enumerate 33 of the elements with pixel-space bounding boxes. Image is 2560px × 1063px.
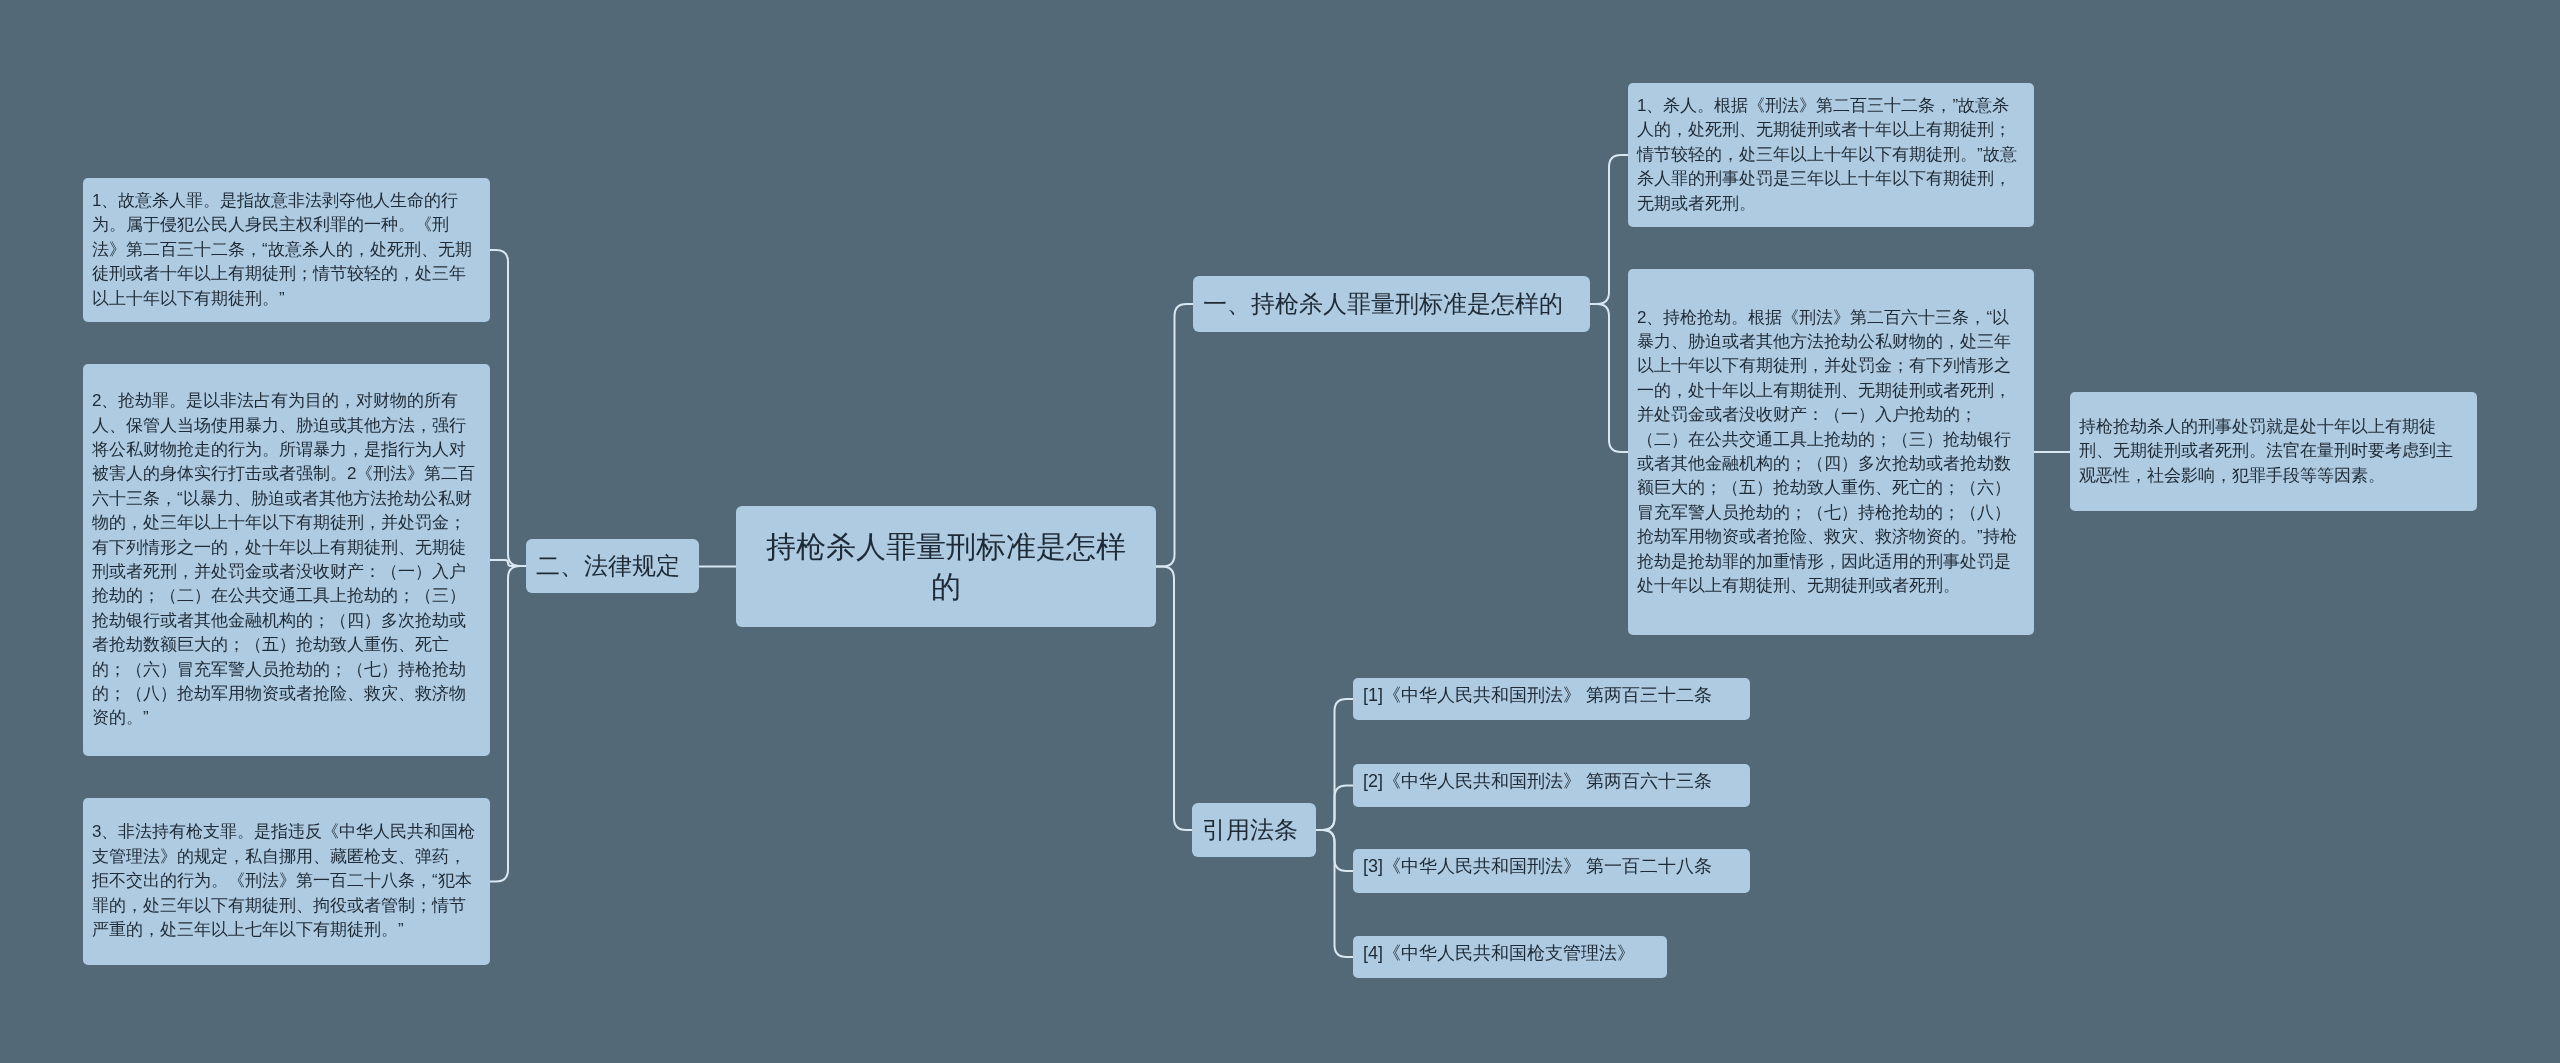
- topic-text: [4]《中华人民共和国枪支管理法》: [1363, 942, 1636, 965]
- citation-topic: [1353, 678, 1750, 720]
- branch-topic: [1192, 803, 1316, 857]
- topic-text: 1、故意杀人罪。是指故意非法剥夺他人生命的行为。属于侵犯公民人身民主权利罪的一种。《刑法》第二百三十二条，“故意杀人的，处死刑、无期徒刑或者十年以上有期徒刑；情节较轻的，处三年以上十年以下有期徒刑。”: [92, 190, 473, 310]
- topic-text: 2、持枪抢劫。根据《刑法》第二百六十三条，“以暴力、胁迫或者其他方法抢劫公私财物的，处三年以上十年以下有期徒刑，并处罚金；有下列情形之一的，处十年以上有期徒刑、无期徒刑或者死刑，并处罚金或者没收财产：（一）入户抢劫的；（二）在公共交通工具上抢劫的；（三）抢劫银行或者其他金融机构的；（四）多次抢劫或者抢劫数额巨大的；（五）抢劫致人重伤、死亡的；（六）冒充军警人员抢劫的；（七）持枪抢劫的；（八）抢劫军用物资或者抢险、救灾、救济物资的。”持枪抢劫是抢劫罪的加重情形，因此适用的刑事处罚是处十年以上有期徒刑、无期徒刑或者死刑。: [1637, 306, 2018, 598]
- text-note: [83, 364, 490, 756]
- connector-line: [698, 565, 737, 568]
- central-topic: [736, 506, 1156, 627]
- text-note: [83, 798, 490, 965]
- topic-text: 3、非法持有枪支罪。是指违反《中华人民共和国枪支管理法》的规定，私自挪用、藏匿枪支、弹药，拒不交出的行为。《刑法》第一百二十八条，“犯本罪的，处三年以下有期徒刑、拘役或者管制；情节严重的，处三年以上七年以下有期徒刑。”: [92, 821, 477, 942]
- topic-text: 一、持枪杀人罪量刑标准是怎样的: [1203, 289, 1564, 319]
- connector-line: [1589, 303, 1629, 453]
- connector-line: [1315, 829, 1354, 958]
- connector-line: [489, 565, 527, 883]
- topic-text: 引用法条: [1202, 815, 1299, 845]
- branch-topic: [526, 539, 699, 593]
- text-note: [1628, 83, 2034, 227]
- topic-text: 2、抢劫罪。是以非法占有为目的，对财物的所有人、保管人当场使用暴力、胁迫或其他方法，强行将公私财物抢走的行为。所谓暴力，是指行为人对被害人的身体实行打击或者强制。2《刑法》第二百六十三条，“以暴力、胁迫或者其他方法抢劫公私财物的，处三年以上十年以下有期徒刑，并处罚金；有下列情形之一的，处十年以上有期徒刑、无期徒刑或者死刑，并处罚金或者没收财产：（一）入户抢劫的；（二）在公共交通工具上抢劫的；（三）抢劫银行或者其他金融机构的；（四）多次抢劫或者抢劫数额巨大的；（五）抢劫致人重伤、死亡的；（六）冒充军警人员抢劫的；（七）持枪抢劫的；（八）抢劫军用物资或者抢险、救灾、救济物资的。”: [92, 390, 477, 730]
- topic-text: [1]《中华人民共和国刑法》 第两百三十二条: [1363, 684, 1713, 707]
- branch-topic: [1193, 276, 1590, 332]
- citation-topic: [1353, 849, 1750, 893]
- text-note: [2070, 392, 2477, 511]
- text-note: [1628, 269, 2034, 635]
- topic-text: 二、法律规定: [536, 551, 681, 581]
- connector-line: [2033, 451, 2071, 453]
- topic-text: 持枪抢劫杀人的刑事处罚就是处十年以上有期徒刑、无期徒刑或者死刑。法官在量刑时要考虑到主观恶性，社会影响，犯罪手段等等因素。: [2079, 415, 2454, 487]
- topic-text: [2]《中华人民共和国刑法》 第两百六十三条: [1363, 770, 1713, 793]
- topic-text: [3]《中华人民共和国刑法》 第一百二十八条: [1363, 855, 1713, 878]
- text-note: [83, 178, 490, 322]
- topic-text: 持枪杀人罪量刑标准是怎样的: [765, 528, 1127, 605]
- citation-topic: [1353, 936, 1667, 978]
- citation-topic: [1353, 764, 1750, 807]
- topic-text: 1、杀人。根据《刑法》第二百三十二条，”故意杀人的，处死刑、无期徒刑或者十年以上有期徒刑；情节较轻的，处三年以上十年以下有期徒刑。”故意杀人罪的刑事处罚是三年以上十年以下有期徒刑，无期或者死刑。: [1637, 95, 2018, 215]
